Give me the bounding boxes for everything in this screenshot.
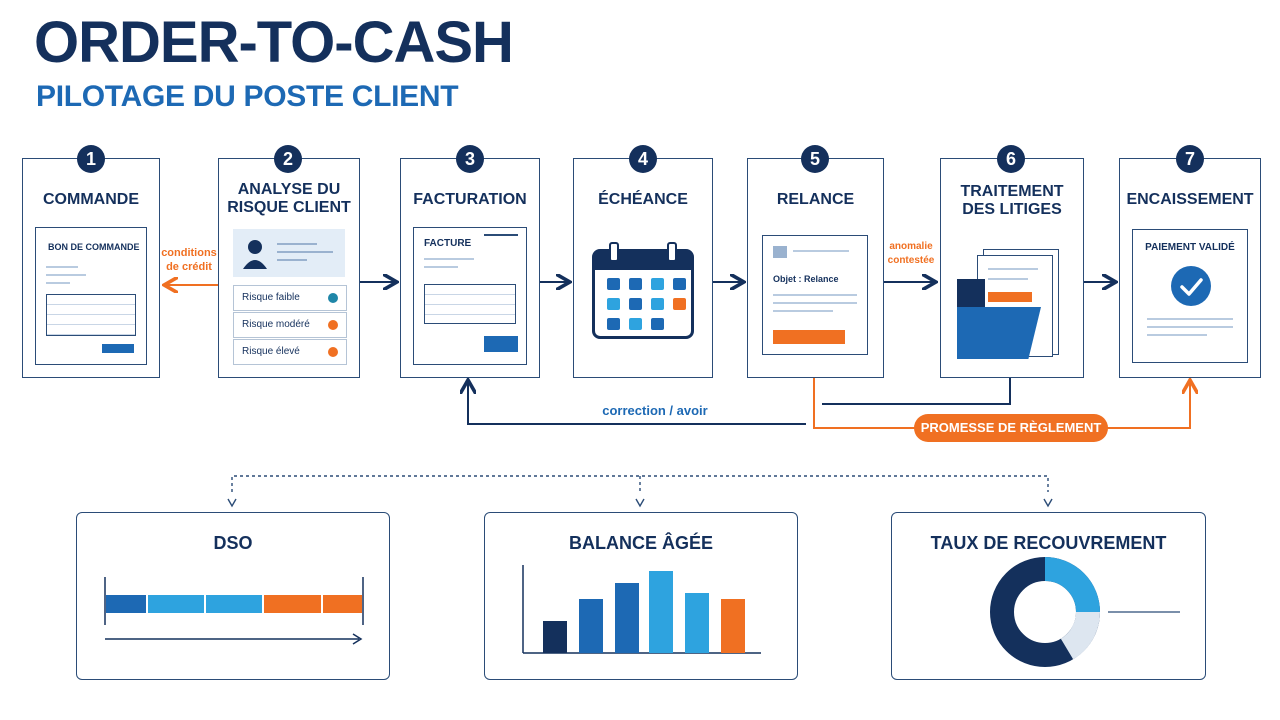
step-number: 2 [274, 145, 302, 173]
doc-label: FACTURE [424, 238, 472, 249]
step-number: 6 [997, 145, 1025, 173]
step-title: ANALYSE DU RISQUE CLIENT [227, 181, 351, 216]
contested-anomaly-label: anomalie contestée [887, 241, 935, 266]
risk-row-low: Risque faible [233, 285, 347, 311]
step-card-invoicing: 3 FACTURATION FACTURE [400, 145, 540, 378]
step-card-commande: 1 COMMANDE BON DE COMMANDE [22, 145, 160, 378]
payment-promise-badge: PROMESSE DE RÈGLEMENT [914, 414, 1108, 442]
risk-indicator-dot [328, 347, 338, 357]
credit-conditions-label: conditions de crédit [161, 247, 217, 273]
doc-label: BON DE COMMANDE [48, 242, 140, 252]
kpi-card-aged-balance: BALANCE ÂGÉE [484, 512, 798, 680]
risk-row-high: Risque élevé [233, 339, 347, 365]
page-subtitle: PILOTAGE DU POSTE CLIENT [36, 80, 459, 113]
kpi-title: BALANCE ÂGÉE [568, 533, 713, 553]
doc-label: Objet : Relance [773, 274, 839, 284]
step-card-due-date: 4 ÉCHÉANCE [573, 145, 713, 378]
risk-indicator-dot [328, 293, 338, 303]
step-number: 5 [801, 145, 829, 173]
step-card-reminder: 5 RELANCE Objet : Relance [747, 145, 884, 378]
risk-indicator-dot [328, 320, 338, 330]
recovery-rate-donut-chart [990, 557, 1180, 667]
payment-validated-doc: PAIEMENT VALIDÉ [1132, 229, 1248, 363]
step-title: FACTURATION [413, 191, 527, 208]
dispute-folder-icon [957, 245, 1069, 361]
doc-label: PAIEMENT VALIDÉ [1145, 242, 1235, 253]
kpi-card-dso: DSO [76, 512, 390, 680]
user-icon [243, 240, 267, 269]
kpi-title: TAUX DE RECOUVREMENT [930, 533, 1167, 553]
risk-row-medium: Risque modéré [233, 312, 347, 338]
calendar-icon [592, 242, 694, 339]
step-title: COMMANDE [43, 191, 139, 208]
aged-balance-bar-chart [522, 565, 761, 654]
step-number: 3 [456, 145, 484, 173]
kpi-dashed-connector [231, 475, 1049, 492]
litiges-return [822, 378, 1011, 405]
step-card-collection: 7 ENCAISSEMENT PAIEMENT VALIDÉ [1119, 145, 1261, 378]
step-number: 4 [629, 145, 657, 173]
dso-timeline-bar [104, 577, 364, 645]
correction-label: correction / avoir [602, 403, 708, 418]
page-title: ORDER-TO-CASH [34, 10, 514, 75]
reminder-letter-doc: Objet : Relance [762, 235, 868, 355]
step-card-disputes: 6 TRAITEMENT DES LITIGES [940, 145, 1084, 378]
step-title: RELANCE [776, 191, 855, 208]
step-card-risk-analysis: 2 ANALYSE DU RISQUE CLIENT Risque faible… [218, 145, 360, 378]
step-title: ÉCHÉANCE [598, 191, 688, 208]
kpi-card-recovery-rate: TAUX DE RECOUVREMENT [891, 512, 1206, 680]
invoice-doc: FACTURE [413, 227, 527, 365]
checkmark-icon [1171, 266, 1211, 306]
step-number: 1 [77, 145, 105, 173]
step-title: ENCAISSEMENT [1126, 191, 1254, 208]
kpi-title: DSO [213, 533, 253, 553]
purchase-order-doc: BON DE COMMANDE [35, 227, 147, 365]
step-title: TRAITEMENT DES LITIGES [960, 183, 1064, 218]
step-number: 7 [1176, 145, 1204, 173]
client-profile-card [233, 229, 345, 277]
